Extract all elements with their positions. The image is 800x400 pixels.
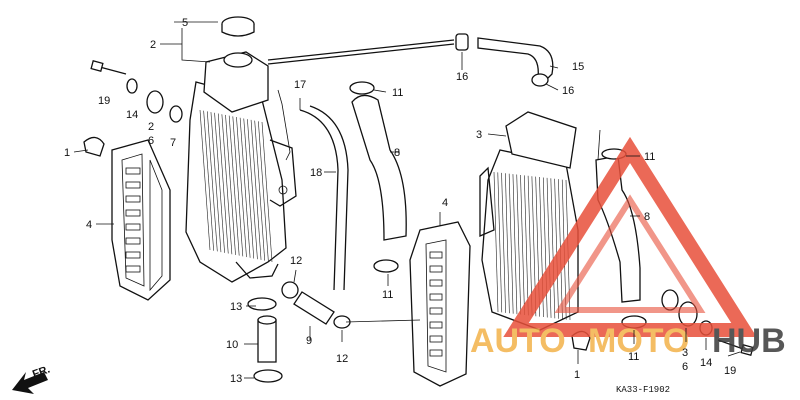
callout-label: 9 [306, 335, 312, 347]
radiator-fin [501, 172, 506, 313]
callout-label: 3 [476, 129, 482, 141]
radiator-fin [505, 173, 510, 314]
callout-label: 11 [644, 151, 655, 163]
callout-label: 14 [700, 357, 712, 369]
callout-label: 5 [182, 17, 188, 29]
radiator-fin [206, 111, 218, 252]
radiator-fin [232, 116, 244, 257]
radiator-fin [225, 114, 236, 255]
radiator-fin [546, 177, 552, 318]
radiator-fin [554, 178, 559, 319]
guard-slot [429, 349, 443, 357]
callout-label: 11 [382, 289, 393, 301]
watermark-triangle [503, 136, 757, 337]
callout-label: 12 [290, 255, 302, 267]
callout-label: 6 [682, 361, 688, 373]
guard-slot [429, 279, 443, 287]
callout-numbers: 5 2 19 14 2 6 7 1 4 17 18 11 8 11 16 15 … [64, 17, 736, 385]
radiator-fin [203, 110, 214, 251]
right-radiator [479, 111, 579, 331]
radiator-fin [493, 171, 499, 313]
watermark-word-a: AUTO [470, 322, 566, 360]
radiator-fin [228, 115, 240, 256]
callout-label: 8 [394, 147, 400, 159]
radiator-fin [512, 174, 518, 315]
callout-label: 1 [574, 369, 580, 381]
radiator-fin [210, 112, 222, 253]
guard-slot [429, 251, 443, 259]
callout-label: 18 [310, 167, 322, 179]
callout-label: 2 [150, 39, 156, 51]
watermark-word-b: MOTO [588, 322, 689, 360]
callout-label: 15 [572, 61, 584, 73]
guard-slot [429, 335, 443, 343]
guard-slot [125, 181, 141, 189]
callout-label: 16 [456, 71, 468, 83]
front-direction-arrow: FR. [12, 363, 52, 394]
callout-label: 10 [226, 339, 238, 351]
radiator-fin [214, 112, 225, 253]
callout-label: 2 [148, 121, 154, 133]
left-radiator [185, 51, 297, 283]
radiator-fin [508, 173, 514, 314]
guard-slot [125, 265, 141, 273]
radiator-fin [250, 119, 262, 260]
radiator-fin [516, 174, 522, 315]
guard-slot [125, 167, 141, 175]
left-radiator-guard [111, 139, 171, 301]
radiator-fin [520, 174, 525, 315]
radiator-fin [524, 175, 529, 316]
guard-slot [429, 321, 443, 329]
guard-slot [429, 307, 443, 315]
callout-label: 1 [64, 147, 70, 159]
radiator-fin [239, 117, 251, 258]
callout-label: 19 [98, 95, 110, 107]
callout-label: 6 [148, 135, 154, 147]
radiator-fin [236, 117, 247, 258]
radiator-fin [258, 121, 269, 262]
callout-label: 16 [562, 85, 574, 97]
radiator-fin [261, 121, 273, 263]
guard-slot [429, 265, 443, 273]
callout-label: 7 [170, 137, 176, 149]
radiator-fin [217, 113, 229, 254]
radiator-fin [497, 172, 503, 313]
callout-label: 3 [682, 347, 688, 359]
callout-label: 17 [294, 79, 306, 91]
radiator-fin [221, 114, 233, 255]
left-hardware [83, 60, 183, 157]
guard-slot [125, 195, 141, 203]
front-direction-label: FR. [31, 363, 52, 380]
callout-label: 11 [392, 87, 403, 99]
radiator-fin [243, 118, 255, 259]
callout-label: 4 [86, 219, 92, 231]
watermark: AUTO MOTO HUB [470, 136, 786, 360]
callout-label: 13 [230, 301, 242, 313]
leader-lines [73, 21, 741, 379]
guard-slot [429, 293, 443, 301]
callout-label: 11 [628, 351, 639, 363]
radiator-fin [254, 120, 266, 261]
radiator-cap [221, 16, 255, 37]
radiator-fin [550, 178, 556, 319]
callout-label: 8 [644, 211, 650, 223]
radiator-fin [247, 119, 258, 260]
guard-slot [125, 251, 141, 259]
radiator-fin [527, 175, 533, 316]
guard-slot [125, 237, 141, 245]
callout-label: 13 [230, 373, 242, 385]
callout-label: 12 [336, 353, 348, 365]
guard-slot [125, 223, 141, 231]
hoses [247, 33, 554, 383]
callout-label: 14 [126, 109, 138, 121]
guard-slot [125, 209, 141, 217]
callout-label: 4 [442, 197, 448, 209]
radiator-fin [199, 109, 211, 251]
right-radiator-guard [409, 221, 471, 387]
drawing-code: KA33-F1902 [616, 385, 670, 395]
callout-label: 19 [724, 365, 736, 377]
watermark-word-c: HUB [712, 322, 786, 360]
